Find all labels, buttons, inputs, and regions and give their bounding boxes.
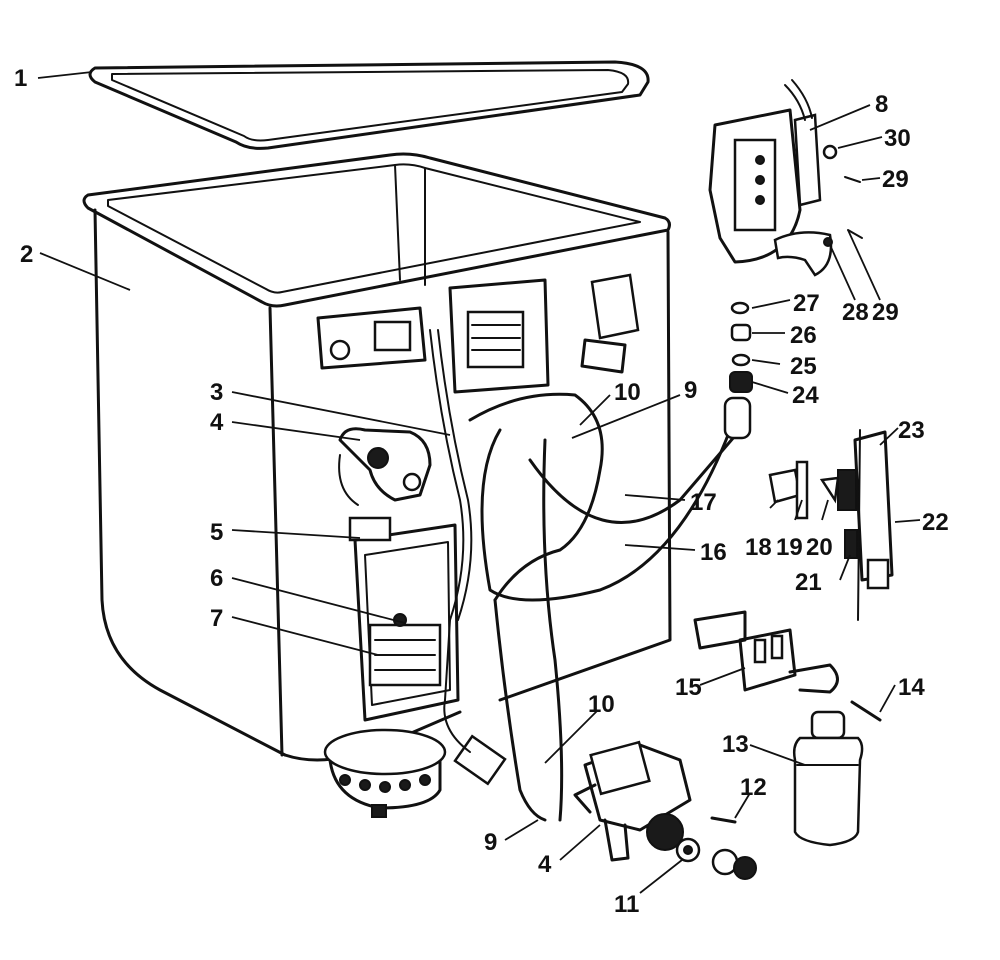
callouts: 1 2 3 4 4 5 6 7 8 9 9 10 10 11 12 13 14 … — [14, 65, 949, 918]
callout-13: 13 — [722, 731, 749, 758]
callout-5: 5 — [210, 519, 223, 546]
lower-housing — [348, 516, 460, 722]
callout-6: 6 — [210, 565, 223, 592]
callout-3: 3 — [210, 379, 223, 406]
rinse-bottle — [792, 710, 864, 847]
motor — [323, 728, 447, 818]
top-timer-housing — [448, 278, 550, 394]
callout-25: 25 — [790, 353, 817, 380]
callout-8: 8 — [875, 91, 888, 118]
washer-cap — [675, 837, 757, 880]
callout-23: 23 — [898, 417, 925, 444]
tub — [82, 152, 672, 762]
callout-19: 19 — [776, 534, 803, 561]
callout-11: 11 — [614, 891, 639, 918]
callout-14: 14 — [898, 674, 925, 701]
callout-16: 16 — [700, 539, 727, 566]
callout-4-lower: 4 — [538, 851, 552, 878]
callout-15: 15 — [675, 674, 702, 701]
dispenser-parts — [768, 429, 894, 621]
callout-9-lower: 9 — [484, 829, 497, 856]
screw-12 — [710, 816, 737, 824]
water-valve — [573, 740, 692, 862]
callout-2: 2 — [20, 241, 33, 268]
callout-30: 30 — [884, 125, 911, 152]
callout-4-upper: 4 — [210, 409, 224, 436]
screw-14 — [850, 700, 882, 722]
hoses — [468, 392, 752, 822]
callout-1: 1 — [14, 65, 27, 92]
callout-10-upper: 10 — [614, 379, 641, 406]
callout-27: 27 — [793, 290, 820, 317]
mounting-bracket — [693, 610, 839, 694]
callout-12: 12 — [740, 774, 767, 801]
callout-29-top: 29 — [882, 166, 909, 193]
callout-21: 21 — [795, 569, 822, 596]
callout-29-right: 29 — [872, 299, 899, 326]
lid-gasket — [88, 60, 650, 150]
callout-20: 20 — [806, 534, 833, 561]
leader-lines — [37, 71, 921, 894]
top-right-assembly — [708, 79, 863, 277]
callout-18: 18 — [745, 534, 772, 561]
valve-upper — [338, 427, 432, 506]
callout-9-upper: 9 — [684, 377, 697, 404]
callout-10-lower: 10 — [588, 691, 615, 718]
callout-22: 22 — [922, 509, 949, 536]
callout-26: 26 — [790, 322, 817, 349]
relay-box — [580, 273, 640, 374]
small-fittings — [729, 301, 753, 393]
callout-7: 7 — [210, 605, 223, 632]
wiring-harness — [429, 329, 507, 786]
callout-17: 17 — [690, 489, 717, 516]
callout-28: 28 — [842, 299, 869, 326]
callout-24: 24 — [792, 382, 819, 409]
top-bracket-left — [316, 306, 427, 370]
